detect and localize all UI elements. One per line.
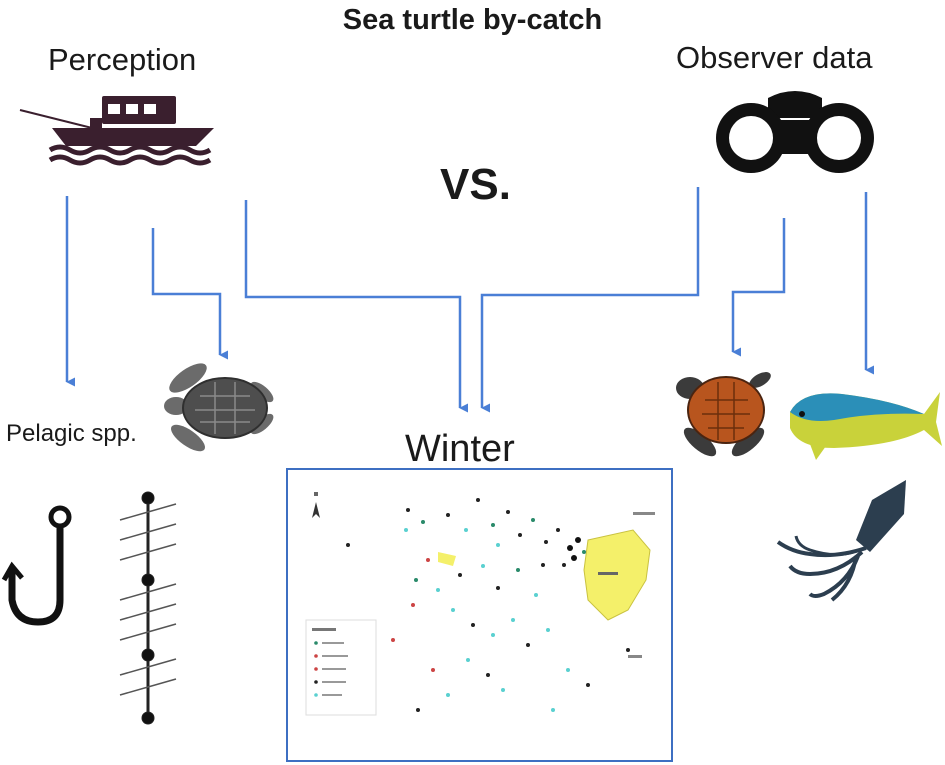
map-label-marker bbox=[628, 655, 642, 658]
versus-label: VS. bbox=[440, 160, 511, 209]
observer-data-label: Observer data bbox=[676, 40, 873, 75]
winter-label: Winter bbox=[405, 428, 515, 470]
winter-bycatch-map bbox=[286, 468, 673, 762]
loggerhead-turtle-icon bbox=[676, 372, 771, 457]
arrows bbox=[65, 187, 875, 413]
green-turtle-icon bbox=[164, 363, 274, 452]
longline-icon bbox=[119, 491, 177, 725]
north-arrow-icon bbox=[312, 492, 320, 518]
arrow-observer-to-winter bbox=[480, 187, 700, 413]
fish-hook-icon bbox=[1, 505, 72, 626]
bycatch-points bbox=[346, 498, 630, 712]
arrow-perception-to-green-turtle bbox=[151, 228, 229, 360]
map-label-marker bbox=[633, 512, 655, 515]
island-shape bbox=[438, 552, 456, 566]
map-legend bbox=[305, 619, 377, 716]
arrow-perception-to-winter bbox=[244, 200, 469, 413]
perception-label: Perception bbox=[48, 42, 197, 77]
map-graphic bbox=[288, 470, 671, 760]
map-label-marker bbox=[598, 572, 618, 575]
diagram-title: Sea turtle by-catch bbox=[342, 4, 603, 36]
binoculars-icon bbox=[716, 91, 874, 173]
fishing-boat-icon bbox=[19, 96, 214, 166]
arrow-observer-to-loggerhead bbox=[731, 218, 786, 357]
mahi-mahi-icon bbox=[790, 392, 942, 460]
squid-icon bbox=[776, 480, 906, 602]
pelagic-species-label: Pelagic spp. bbox=[6, 420, 137, 447]
